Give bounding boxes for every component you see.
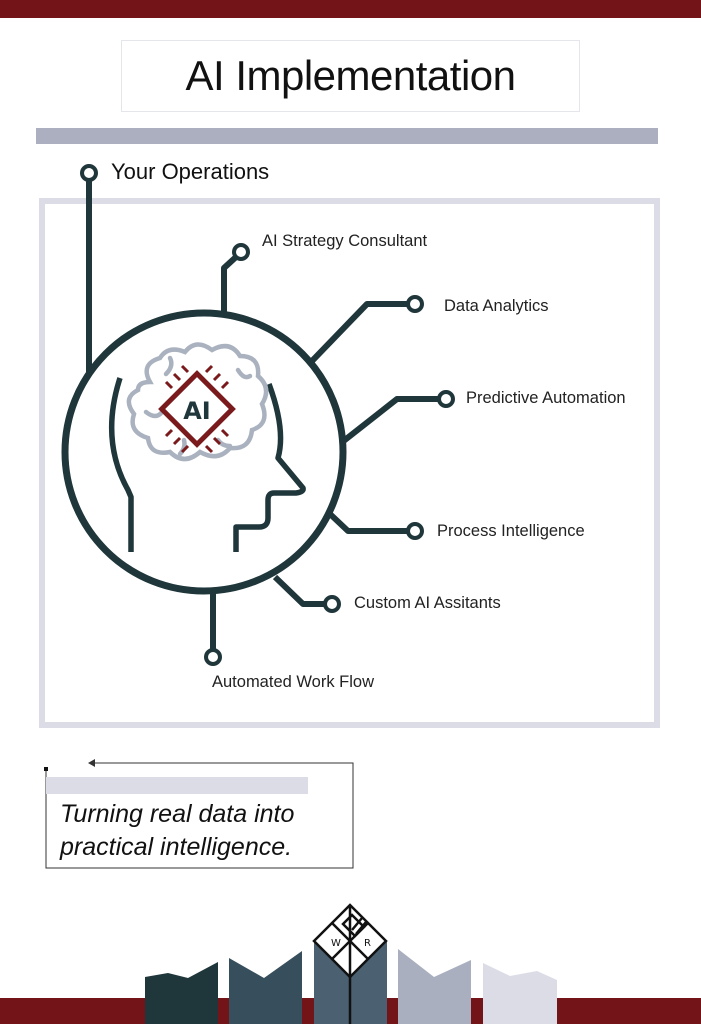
logo-letter-w: W xyxy=(331,938,341,949)
tagline-line-1: Turning real data into xyxy=(60,800,295,828)
root-label: Your Operations xyxy=(111,159,270,184)
arrow-head-icon xyxy=(88,759,95,767)
diagram-frame xyxy=(39,198,660,728)
tagline-line-2: practical intelligence. xyxy=(60,833,293,861)
ai-chip-label: AI xyxy=(183,397,211,425)
branch-label-custom: Custom AI Assitants xyxy=(354,594,501,612)
title-box: AI Implementation xyxy=(121,40,580,112)
branch-label-data-analytics: Data Analytics xyxy=(444,297,549,315)
node-root xyxy=(80,164,98,182)
branch-connector-strategy xyxy=(221,254,239,314)
tagline: Turning real data into practical intelli… xyxy=(60,798,294,864)
node-workflow xyxy=(204,648,222,666)
branch-label-process: Process Intelligence xyxy=(437,522,585,540)
node-predictive xyxy=(437,390,455,408)
footer-block-1 xyxy=(145,962,218,1024)
branch-label-workflow: Automated Work Flow xyxy=(212,673,375,691)
top-brand-bar xyxy=(0,0,701,18)
branch-connector-custom xyxy=(272,574,325,607)
tagline-arrow-line xyxy=(45,762,354,869)
footer-block-5 xyxy=(483,963,557,1024)
branch-connector-data-analytics xyxy=(309,301,408,364)
footer-block-4 xyxy=(398,949,471,1024)
divider-bar xyxy=(36,128,658,144)
ai-chip-icon: AI xyxy=(158,364,236,454)
head-face-line xyxy=(233,383,306,552)
branch-connector-predictive xyxy=(339,396,439,446)
main-circle xyxy=(61,309,347,595)
wr-logo-icon xyxy=(312,903,388,1024)
corner-dot xyxy=(44,767,48,771)
tagline-highlight-bar xyxy=(46,777,308,794)
page-title: AI Implementation xyxy=(185,52,516,99)
footer-block-2 xyxy=(229,951,302,1024)
node-strategy xyxy=(232,243,250,261)
head-back-line xyxy=(108,377,134,552)
node-data-analytics xyxy=(406,295,424,313)
logo-letter-r: R xyxy=(364,938,371,949)
branch-label-strategy: AI Strategy Consultant xyxy=(262,232,428,250)
branch-label-predictive: Predictive Automation xyxy=(466,389,626,407)
branch-connector-process xyxy=(327,511,408,534)
node-process xyxy=(406,522,424,540)
node-custom xyxy=(323,595,341,613)
